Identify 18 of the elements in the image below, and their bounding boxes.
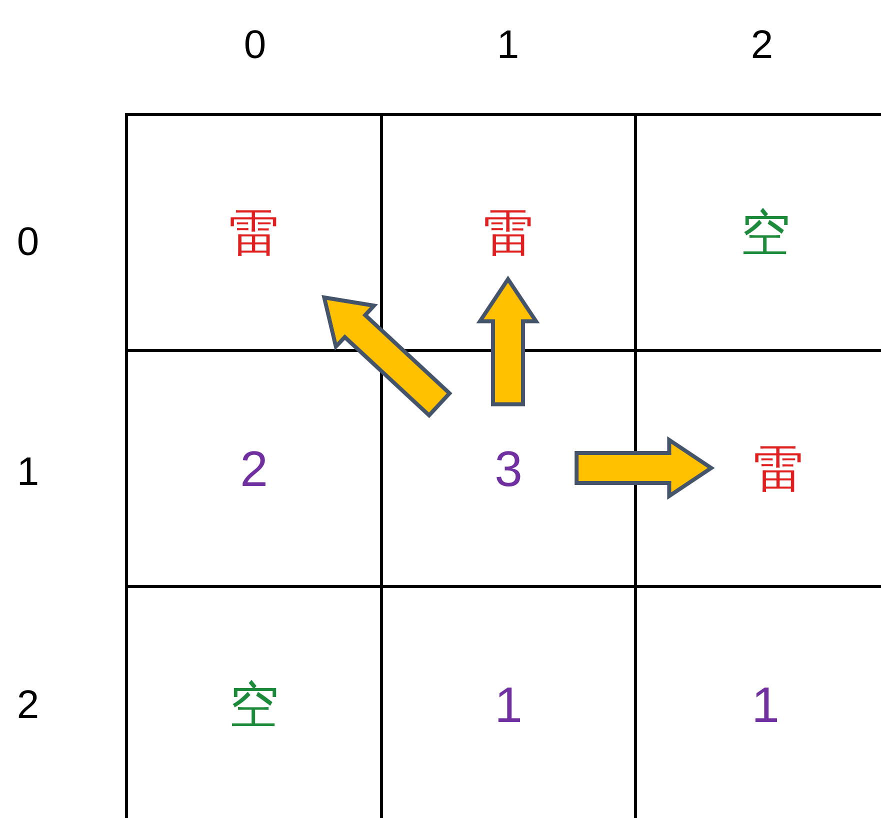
cell-text: 空	[740, 208, 790, 258]
cell-text: 1	[752, 680, 780, 730]
column-index: 2	[750, 25, 774, 65]
cell-text: 1	[494, 680, 522, 730]
column-index: 1	[496, 25, 520, 65]
arrow	[574, 436, 715, 500]
cell-text: 空	[229, 680, 279, 730]
row-index: 0	[16, 222, 40, 262]
arrow	[476, 276, 540, 406]
cell-text: 雷	[754, 444, 804, 494]
cell-text: 雷	[484, 208, 534, 258]
cell-text: 3	[494, 444, 522, 494]
row-index: 2	[16, 685, 40, 725]
arrow	[322, 295, 452, 418]
cell-text: 雷	[229, 208, 279, 258]
cell-text: 2	[240, 444, 268, 494]
column-index: 0	[244, 25, 266, 65]
row-index: 1	[16, 452, 40, 492]
